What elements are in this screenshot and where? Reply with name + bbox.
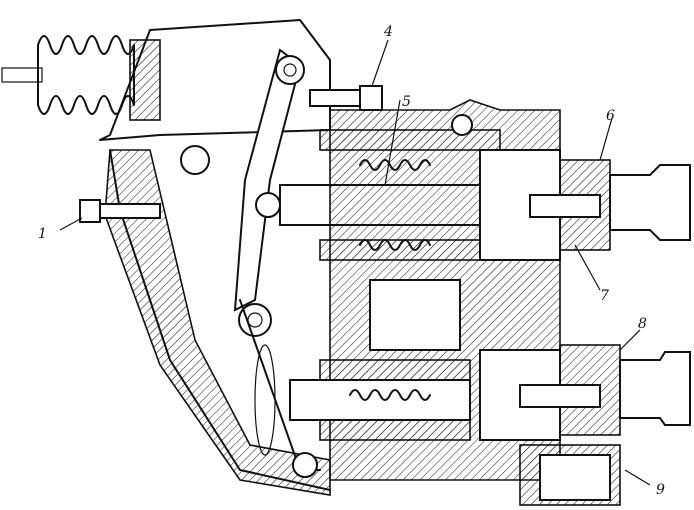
upper-delivery-valve [529,117,691,291]
lower-plunger-assembly [289,359,471,441]
label-4: 4 [383,24,393,40]
bellows [1,35,161,121]
governor-lever [180,48,321,478]
adjusting-screw-1 [59,199,161,231]
label-5: 5 [402,94,411,110]
governor-housing [99,19,331,496]
label-1: 1 [38,226,47,242]
label-8: 8 [638,316,647,332]
part-labels: 1 4 5 6 7 8 9 [38,24,665,498]
label-7: 7 [600,288,609,304]
label-9: 9 [656,482,665,498]
stop-screw-4 [309,39,389,111]
label-6: 6 [606,108,615,124]
lower-delivery-valve [519,329,691,506]
